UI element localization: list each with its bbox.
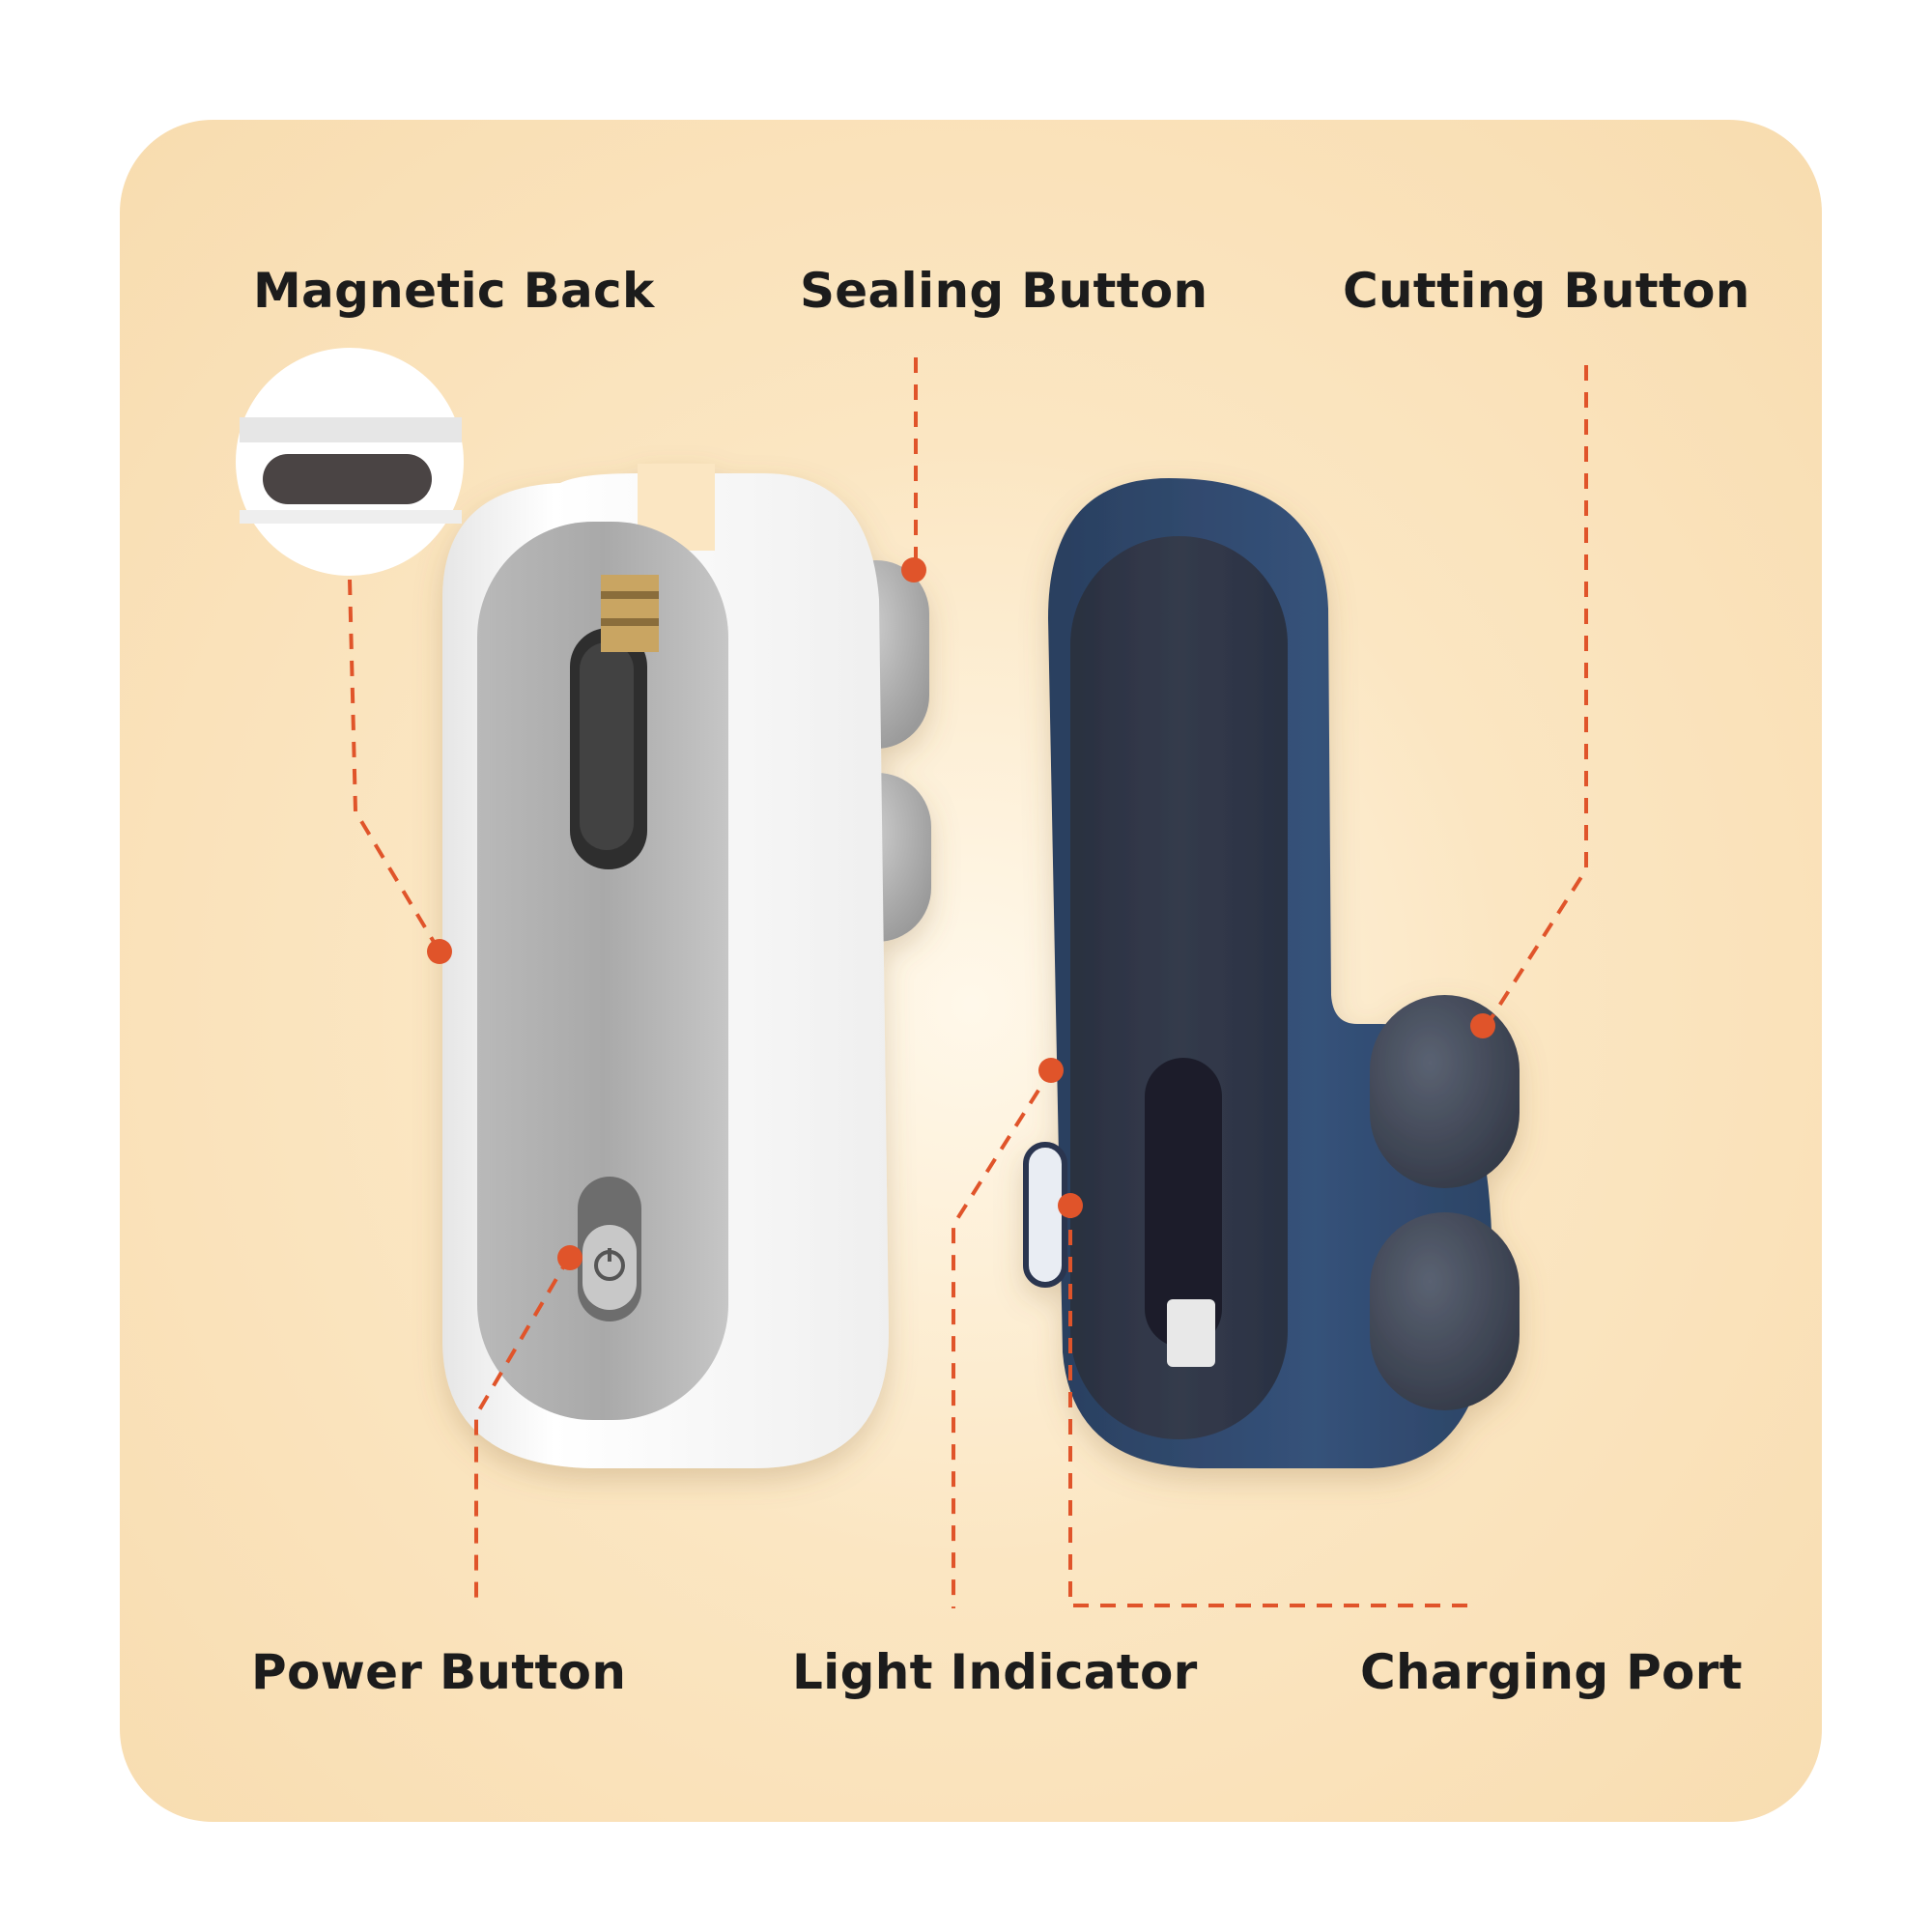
callout-light-indicator — [952, 1065, 1055, 1608]
label-charging-port: Charging Port — [1360, 1644, 1743, 1700]
blade-line — [601, 618, 659, 626]
blue-second-knob — [1370, 1212, 1520, 1410]
dot-power-button — [557, 1245, 582, 1270]
callout-dots — [427, 557, 1495, 1270]
callout-magnetic-back — [348, 579, 441, 953]
charging-port — [1023, 1142, 1067, 1288]
dot-charging-port — [1058, 1193, 1083, 1218]
white-sealer-device — [442, 464, 931, 1468]
label-power-button: Power Button — [251, 1644, 627, 1700]
white-grey-face — [477, 522, 728, 1420]
white-blade — [601, 575, 659, 652]
blade-line — [601, 591, 659, 599]
inset-edge — [240, 510, 462, 524]
callout-power-button — [474, 1254, 572, 1608]
magnetic-back-inset — [236, 348, 464, 576]
white-slot-heater — [580, 642, 634, 850]
dot-light-indicator — [1038, 1058, 1064, 1083]
blue-sealer-device — [1023, 478, 1520, 1468]
blue-dark-face — [1070, 536, 1288, 1439]
callout-lines — [348, 357, 1588, 1608]
blue-blade — [1167, 1299, 1215, 1367]
magnet-strip — [263, 454, 432, 504]
blue-slot — [1145, 1058, 1222, 1348]
callout-cutting-button — [1486, 365, 1588, 1026]
dot-magnetic-back — [427, 939, 452, 964]
dot-cutting-button — [1470, 1013, 1495, 1038]
dot-sealing-button — [901, 557, 926, 582]
label-light-indicator: Light Indicator — [792, 1644, 1198, 1700]
blue-cutting-knob — [1370, 995, 1520, 1188]
label-cutting-button: Cutting Button — [1343, 263, 1750, 319]
inset-edge — [240, 417, 462, 442]
label-magnetic-back: Magnetic Back — [253, 263, 655, 319]
power-switch — [582, 1225, 637, 1310]
label-sealing-button: Sealing Button — [800, 263, 1208, 319]
